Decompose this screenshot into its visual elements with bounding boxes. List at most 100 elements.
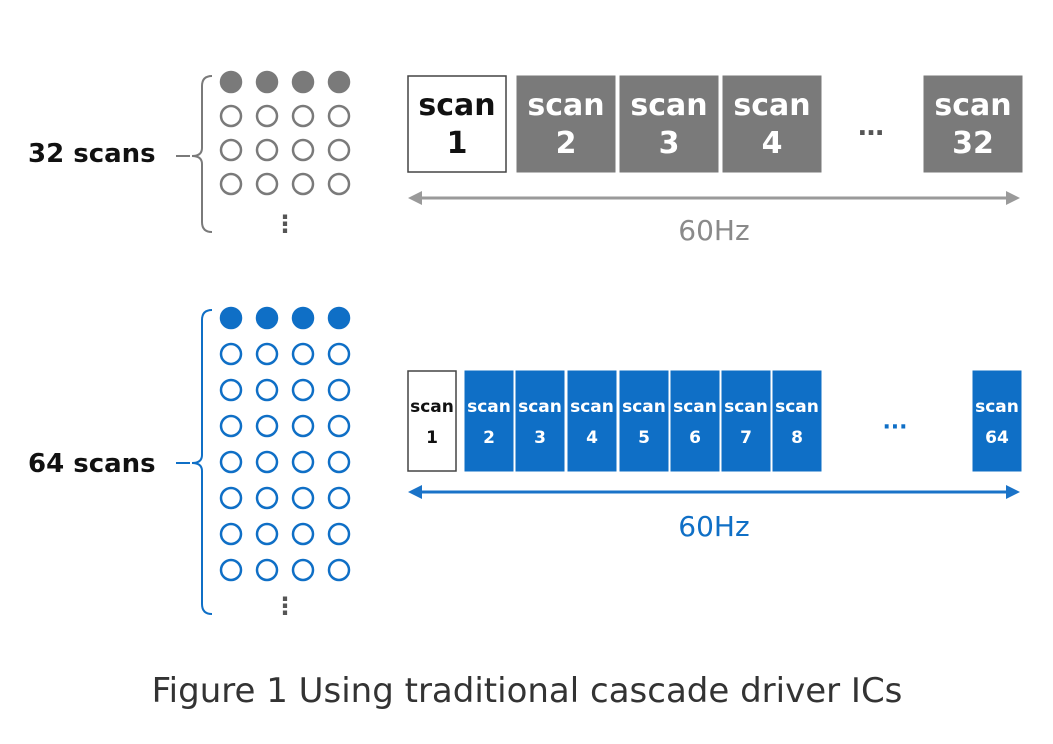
scan-block-number: 6 (689, 428, 701, 448)
pixel-grid (219, 70, 351, 196)
pixel-dot (219, 486, 243, 510)
row-brace (191, 75, 213, 233)
scan-block: scan 7 (721, 370, 771, 472)
scan-block-number: 1 (426, 428, 438, 448)
scan-block-number: 7 (740, 428, 752, 448)
row-label-32-scans: 32 scans (28, 139, 156, 169)
pixel-dot (291, 558, 315, 582)
pixel-dot (219, 522, 243, 546)
scan-block-label: scan (673, 397, 717, 417)
arrow-head-left (408, 191, 422, 205)
pixel-dot (291, 414, 315, 438)
scan-block-label: scan (518, 397, 562, 417)
scan-block-number: 8 (791, 428, 803, 448)
scan-block-box (464, 370, 514, 472)
scan-block-box (972, 370, 1022, 472)
pixel-dot (291, 104, 315, 128)
pixel-grid (219, 306, 351, 582)
pixel-dot (327, 172, 351, 196)
figure-caption: Figure 1 Using traditional cascade drive… (152, 671, 903, 711)
pixel-dot-lit (255, 306, 279, 330)
pixel-dot (219, 414, 243, 438)
scan-block-number: 32 (952, 126, 994, 161)
pixel-dot (255, 378, 279, 402)
pixel-dot (255, 172, 279, 196)
pixel-dot (291, 378, 315, 402)
pixel-dot (219, 172, 243, 196)
pixel-dot (291, 342, 315, 366)
scan-block: scan 64 (972, 370, 1022, 472)
scan-block-box (721, 370, 771, 472)
pixel-dot (255, 342, 279, 366)
scan-block-label: scan (733, 88, 810, 123)
scan-block-box (670, 370, 720, 472)
scan-block-box (772, 370, 822, 472)
scan-block-number: 3 (534, 428, 546, 448)
pixel-dot (255, 104, 279, 128)
arrow-head-right (1006, 191, 1020, 205)
frequency-label: 60Hz (678, 214, 749, 247)
pixel-dot (327, 104, 351, 128)
pixel-dot (255, 522, 279, 546)
scan-block-label: scan (934, 88, 1011, 123)
pixel-dot (327, 522, 351, 546)
pixel-dot (219, 138, 243, 162)
pixel-dot (291, 138, 315, 162)
pixel-dot (255, 486, 279, 510)
pixel-dot-lit (255, 70, 279, 94)
scan-block-label: scan (467, 397, 511, 417)
pixel-dot (219, 342, 243, 366)
scan-block-box (515, 370, 565, 472)
pixel-dot (291, 522, 315, 546)
scan-block-label: scan (622, 397, 666, 417)
pixel-dot (327, 450, 351, 474)
pixel-dot (327, 486, 351, 510)
pixel-dot (291, 486, 315, 510)
scan-block-box (619, 75, 719, 173)
scan-block-label: scan (418, 88, 495, 123)
scan-block-number: 64 (985, 428, 1009, 448)
pixel-dot-lit (291, 306, 315, 330)
scan-block-label: scan (775, 397, 819, 417)
scan-block-box (567, 370, 617, 472)
row-brace (191, 309, 213, 615)
timeline-ellipsis: ··· (882, 415, 907, 440)
pixel-dot (291, 172, 315, 196)
pixel-dot (255, 138, 279, 162)
scan-timeline: scan1scan2scan3scan4scan5scan6scan7scan8… (407, 370, 1022, 472)
scan-block-box (722, 75, 822, 173)
scan-block-number: 1 (447, 126, 468, 161)
scan-block-box (923, 75, 1023, 173)
pixel-dot (255, 414, 279, 438)
pixel-dot (327, 558, 351, 582)
scan-block-box (407, 370, 457, 472)
scan-block-label: scan (724, 397, 768, 417)
scan-block-number: 3 (659, 126, 680, 161)
frequency-label: 60Hz (678, 510, 749, 543)
pixel-dot (219, 558, 243, 582)
scan-block-label: scan (527, 88, 604, 123)
vertical-ellipsis: ⋮ (273, 592, 297, 620)
pixel-dot (327, 378, 351, 402)
timeline-ellipsis: … (858, 112, 884, 142)
row-64-scans: 64 scans ⋮ scan1scan2scan3scan4scan5scan… (28, 306, 1022, 620)
pixel-dot (327, 342, 351, 366)
scan-block: scan 6 (670, 370, 720, 472)
scan-block-box (619, 370, 669, 472)
scan-block: scan 2 (464, 370, 514, 472)
arrow-head-right (1006, 485, 1020, 499)
scan-block-label: scan (975, 397, 1019, 417)
row-label-64-scans: 64 scans (28, 449, 156, 479)
scan-block-number: 2 (483, 428, 495, 448)
pixel-dot (219, 378, 243, 402)
pixel-dot-lit (291, 70, 315, 94)
